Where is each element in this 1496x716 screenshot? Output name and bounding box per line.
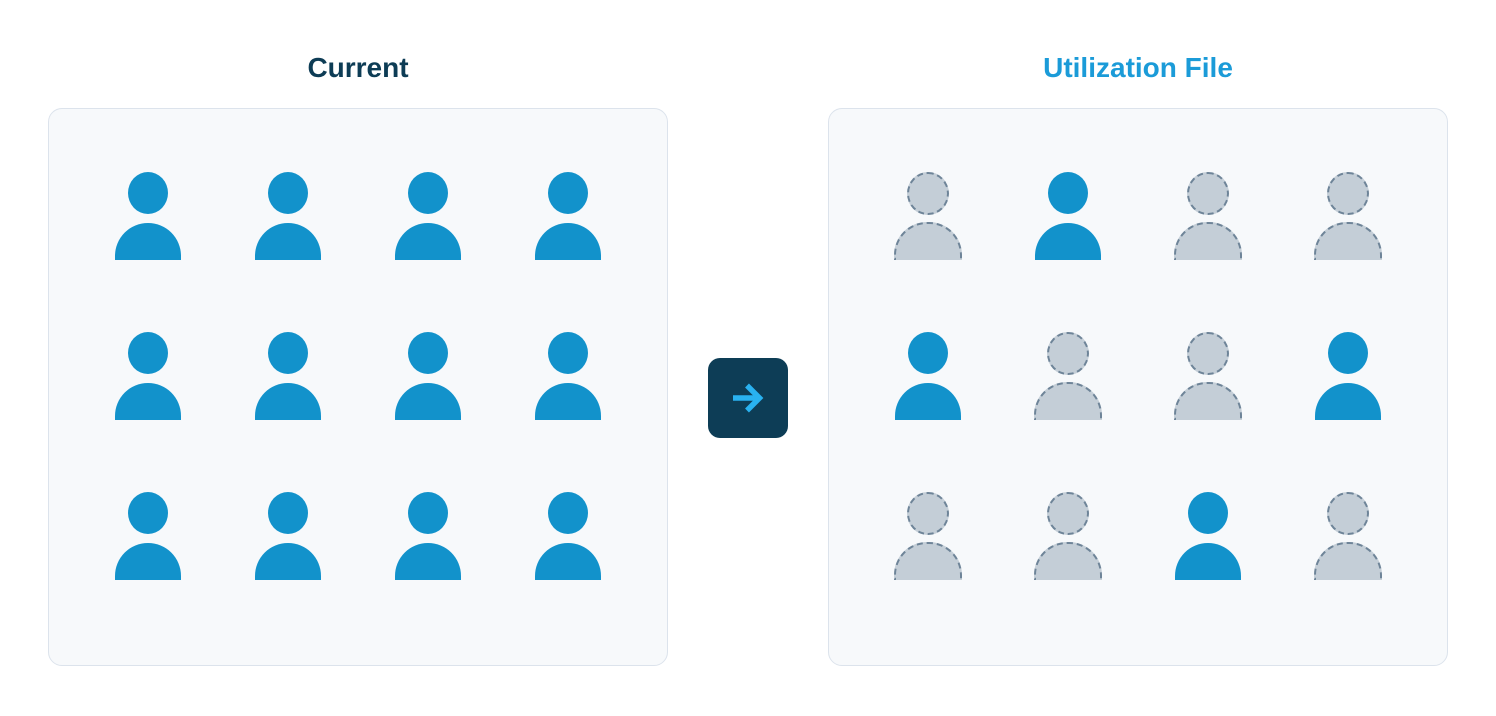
person-head xyxy=(1047,332,1089,376)
person-torso xyxy=(255,543,321,580)
person-head xyxy=(408,172,448,214)
person-torso xyxy=(535,543,601,580)
transfer-arrow-button[interactable] xyxy=(708,358,788,438)
person-head xyxy=(128,332,168,374)
person-icon-active xyxy=(534,332,602,420)
person-torso xyxy=(255,383,321,420)
person-head xyxy=(128,492,168,534)
current-panel-title: Current xyxy=(307,52,409,83)
person-icon-active xyxy=(534,492,602,580)
person-icon-inactive xyxy=(1174,172,1242,260)
person-icon-active xyxy=(114,172,182,260)
person-torso xyxy=(1315,383,1381,420)
person-head xyxy=(1048,172,1088,214)
person-head xyxy=(1188,492,1228,534)
person-torso xyxy=(395,383,461,420)
person-torso xyxy=(1035,223,1101,260)
person-icon-active xyxy=(1174,492,1242,580)
person-icon-active xyxy=(534,172,602,260)
person-torso xyxy=(1174,382,1242,420)
person-head xyxy=(268,332,308,374)
person-head xyxy=(128,172,168,214)
person-torso xyxy=(395,223,461,260)
person-icon-active xyxy=(894,332,962,420)
current-panel xyxy=(48,108,668,666)
person-icon-active xyxy=(394,332,462,420)
person-head xyxy=(1327,492,1369,536)
person-head xyxy=(1047,492,1089,536)
person-torso xyxy=(1034,542,1102,580)
person-icon-active xyxy=(394,492,462,580)
person-torso xyxy=(1175,543,1241,580)
person-head xyxy=(1187,172,1229,216)
person-head xyxy=(548,492,588,534)
person-torso xyxy=(1314,542,1382,580)
utilization-panel xyxy=(828,108,1448,666)
utilization-section: Utilization File xyxy=(828,52,1448,666)
transfer-layout: Current Utilization File xyxy=(48,52,1448,666)
person-icon-inactive xyxy=(1314,492,1382,580)
person-torso xyxy=(894,542,962,580)
person-torso xyxy=(1034,382,1102,420)
person-icon-active xyxy=(394,172,462,260)
person-icon-inactive xyxy=(894,172,962,260)
person-torso xyxy=(255,223,321,260)
person-head xyxy=(408,492,448,534)
person-head xyxy=(1328,332,1368,374)
utilization-panel-title: Utilization File xyxy=(1043,52,1233,83)
transfer-arrow-wrap xyxy=(708,358,788,438)
person-torso xyxy=(115,223,181,260)
person-icon-active xyxy=(114,492,182,580)
person-torso xyxy=(535,383,601,420)
person-torso xyxy=(1174,222,1242,260)
person-icon-inactive xyxy=(1314,172,1382,260)
person-icon-active xyxy=(254,172,322,260)
person-icon-active xyxy=(254,492,322,580)
person-torso xyxy=(1314,222,1382,260)
person-icon-inactive xyxy=(894,492,962,580)
person-head xyxy=(907,172,949,216)
person-head xyxy=(1327,172,1369,216)
person-torso xyxy=(535,223,601,260)
person-head xyxy=(548,332,588,374)
person-head xyxy=(548,172,588,214)
person-head xyxy=(268,492,308,534)
person-icon-active xyxy=(1034,172,1102,260)
arrow-right-icon xyxy=(733,383,764,413)
person-icon-inactive xyxy=(1034,492,1102,580)
person-icon-active xyxy=(254,332,322,420)
current-section: Current xyxy=(48,52,668,666)
person-icon-active xyxy=(114,332,182,420)
person-torso xyxy=(395,543,461,580)
person-icon-inactive xyxy=(1174,332,1242,420)
person-torso xyxy=(115,383,181,420)
person-head xyxy=(908,332,948,374)
person-icon-active xyxy=(1314,332,1382,420)
person-torso xyxy=(115,543,181,580)
person-head xyxy=(268,172,308,214)
person-torso xyxy=(894,222,962,260)
person-head xyxy=(408,332,448,374)
person-head xyxy=(1187,332,1229,376)
person-icon-inactive xyxy=(1034,332,1102,420)
person-head xyxy=(907,492,949,536)
person-torso xyxy=(895,383,961,420)
